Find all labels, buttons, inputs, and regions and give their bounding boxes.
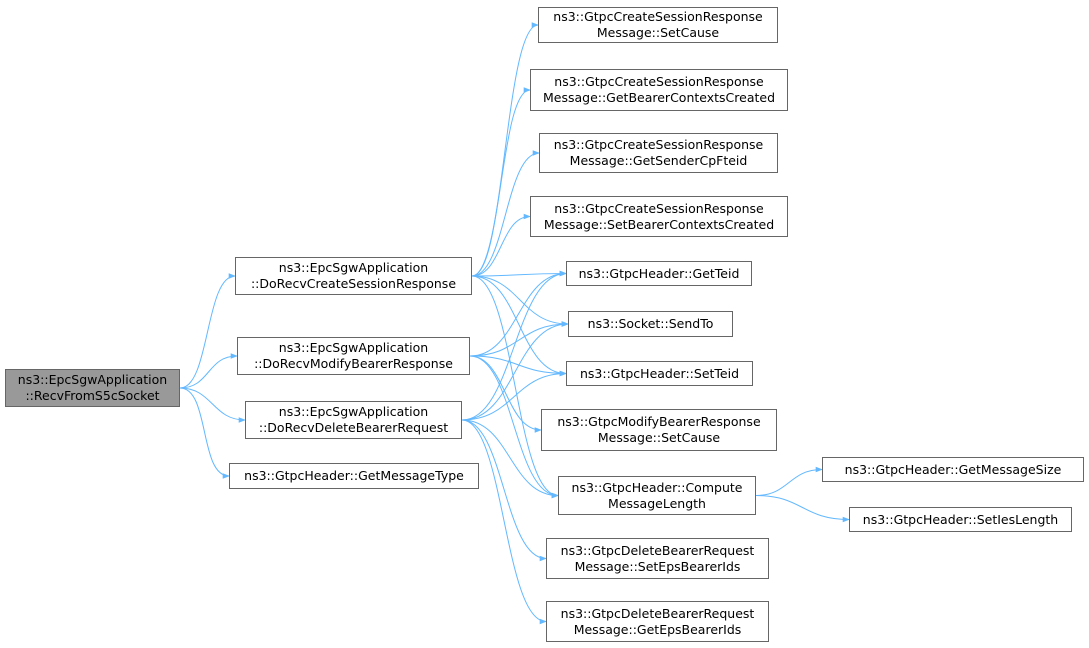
node-set-bearer-contexts-created[interactable]: ns3::GtpcCreateSessionResponse Message::…	[530, 196, 788, 237]
node-label-line1: ns3::GtpcModifyBearerResponse	[557, 414, 761, 429]
edge-dcsr-to-setteid	[471, 275, 567, 377]
node-get-bearer-contexts-created[interactable]: ns3::GtpcCreateSessionResponse Message::…	[530, 69, 788, 111]
node-modify-bearer-response-set-cause[interactable]: ns3::GtpcModifyBearerResponse Message::S…	[541, 409, 777, 451]
edge-dcsr-to-getteid	[471, 270, 567, 277]
node-label-line2: ::RecvFromS5cSocket	[25, 388, 160, 403]
node-label-line1: ns3::EpcSgwApplication	[278, 404, 429, 419]
edge-ddbr-to-sendto	[461, 321, 569, 421]
node-label-line1: ns3::GtpcDeleteBearerRequest	[560, 542, 755, 558]
edge-dmbr-to-compute	[469, 355, 559, 499]
edge-dmbr-to-mbrcause	[469, 355, 542, 433]
edge-dmbr-to-sendto	[469, 321, 569, 357]
node-label-line1: ns3::GtpcHeader::GetTeid	[578, 265, 740, 281]
edge-root-to-dmbr	[179, 353, 238, 389]
node-label-line2: ::DoRecvCreateSessionResponse	[250, 276, 457, 291]
node-get-sender-cp-fteid[interactable]: ns3::GtpcCreateSessionResponse Message::…	[539, 133, 778, 173]
node-set-ies-length[interactable]: ns3::GtpcHeader::SetIesLength	[849, 507, 1072, 532]
node-create-session-response-set-cause[interactable]: ns3::GtpcCreateSessionResponse Message::…	[538, 7, 778, 43]
node-get-eps-bearer-ids[interactable]: ns3::GtpcDeleteBearerRequest Message::Ge…	[546, 601, 769, 642]
edge-dmbr-to-getteid	[469, 270, 567, 357]
edge-dcsr-to-compute	[471, 275, 559, 499]
edge-ddbr-to-compute	[461, 419, 559, 499]
node-compute-message-length[interactable]: ns3::GtpcHeader::Compute MessageLength	[558, 476, 756, 515]
node-set-eps-bearer-ids[interactable]: ns3::GtpcDeleteBearerRequest Message::Se…	[546, 538, 769, 579]
node-socket-send-to[interactable]: ns3::Socket::SendTo	[568, 311, 733, 337]
node-label-line2: MessageLength	[608, 495, 706, 511]
edge-ddbr-to-setteid	[461, 370, 567, 421]
node-label-line2: ::DoRecvModifyBearerResponse	[254, 356, 453, 371]
node-recv-from-s5c-socket: ns3::EpcSgwApplication ::RecvFromS5cSock…	[5, 369, 180, 407]
node-label-line1: ns3::GtpcCreateSessionResponse	[553, 137, 764, 152]
edge-dcsr-to-getscf	[471, 150, 540, 277]
node-get-message-size[interactable]: ns3::GtpcHeader::GetMessageSize	[822, 457, 1084, 482]
edge-dcsr-to-setbcc	[471, 213, 531, 277]
edge-dcsr-to-getbcc	[471, 87, 531, 277]
edge-root-to-ddbr	[179, 387, 246, 423]
node-label-line2: Message::GetBearerContextsCreated	[542, 90, 776, 105]
edge-ddbr-to-geteps	[461, 419, 547, 625]
node-label-line1: ns3::GtpcHeader::GetMessageSize	[844, 461, 1062, 477]
node-label-line1: ns3::GtpcHeader::SetTeid	[579, 365, 740, 381]
node-label-line1: ns3::GtpcHeader::SetIesLength	[862, 511, 1059, 527]
edge-root-to-gmt	[179, 387, 230, 479]
node-label-line2: Message::GetEpsBearerIds	[573, 621, 742, 637]
edge-ddbr-to-getteid	[461, 270, 567, 421]
edge-ddbr-to-seteps	[461, 419, 547, 562]
node-label-line2: ::DoRecvDeleteBearerRequest	[258, 420, 449, 435]
node-label-line1: ns3::Socket::SendTo	[587, 316, 714, 331]
node-label-line2: Message::GetSenderCpFteid	[569, 153, 748, 168]
node-label-line1: ns3::EpcSgwApplication	[17, 372, 168, 387]
node-label-line2: Message::SetBearerContextsCreated	[543, 216, 775, 232]
edge-root-to-dcsr	[179, 273, 236, 389]
node-label-line1: ns3::GtpcDeleteBearerRequest	[560, 605, 755, 621]
node-do-recv-create-session-response[interactable]: ns3::EpcSgwApplication ::DoRecvCreateSes…	[235, 257, 472, 295]
node-set-teid[interactable]: ns3::GtpcHeader::SetTeid	[566, 361, 753, 386]
node-label-line1: ns3::GtpcCreateSessionResponse	[554, 200, 764, 216]
node-label-line1: ns3::EpcSgwApplication	[278, 260, 429, 275]
node-label-line1: ns3::GtpcHeader::Compute	[571, 479, 743, 495]
node-label-line1: ns3::GtpcHeader::GetMessageType	[244, 468, 464, 483]
edge-dcsr-to-sendto	[471, 275, 569, 327]
node-label-line2: Message::SetEpsBearerIds	[574, 558, 741, 574]
node-label-line2: Message::SetCause	[597, 430, 721, 445]
edge-dmbr-to-setteid	[469, 355, 567, 377]
node-get-message-type[interactable]: ns3::GtpcHeader::GetMessageType	[229, 463, 479, 489]
node-do-recv-delete-bearer-request[interactable]: ns3::EpcSgwApplication ::DoRecvDeleteBea…	[245, 401, 462, 439]
node-label-line1: ns3::GtpcCreateSessionResponse	[554, 74, 764, 89]
node-get-teid[interactable]: ns3::GtpcHeader::GetTeid	[566, 261, 752, 286]
node-label-line2: Message::SetCause	[596, 25, 720, 40]
edge-compute-to-setieslen	[755, 495, 850, 523]
node-do-recv-modify-bearer-response[interactable]: ns3::EpcSgwApplication ::DoRecvModifyBea…	[237, 337, 470, 375]
node-label-line1: ns3::EpcSgwApplication	[278, 340, 429, 355]
node-label-line1: ns3::GtpcCreateSessionResponse	[553, 9, 763, 24]
edge-compute-to-getmsize	[755, 466, 823, 496]
